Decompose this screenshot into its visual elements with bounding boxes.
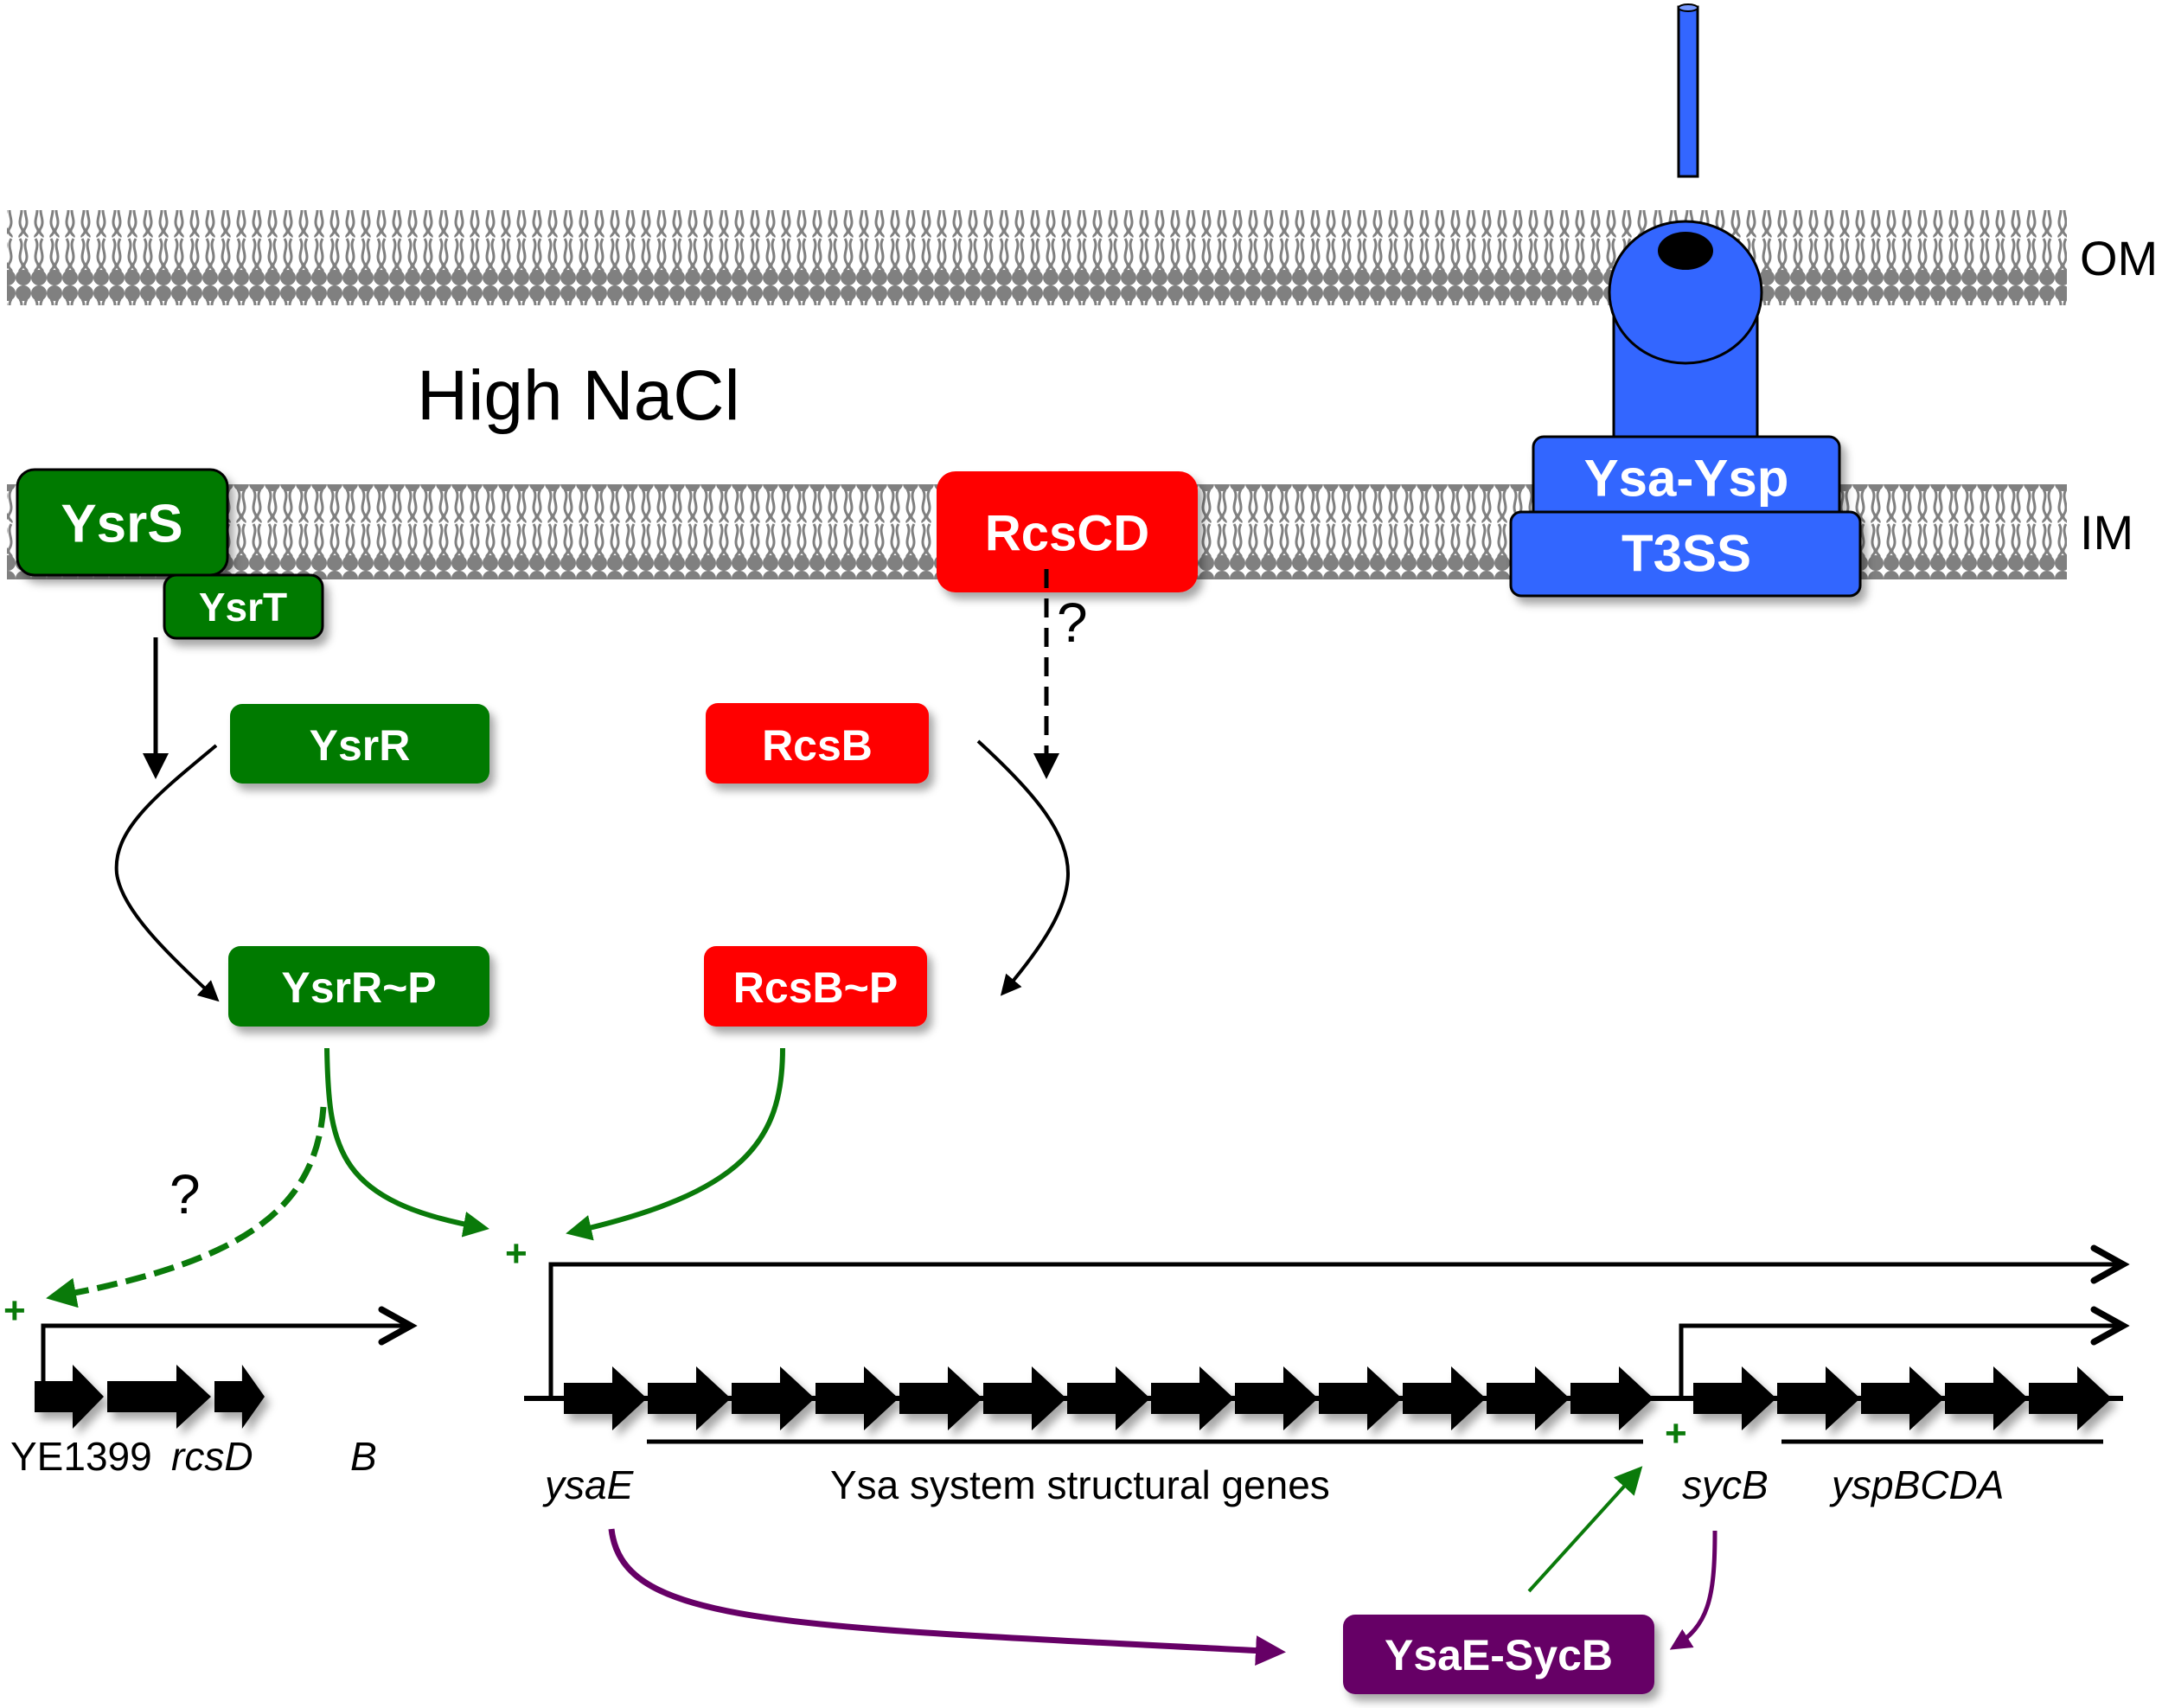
gene-arrow-structural [816, 1366, 899, 1430]
gene-ysaE: ysaE [542, 1462, 635, 1507]
ysaE-sycB-complex: YsaE-SycB [1343, 1615, 1654, 1694]
svg-text:RcsB~P: RcsB~P [733, 963, 898, 1012]
rcsCD-protein: RcsCD [937, 471, 1198, 592]
t3ss-box [1509, 510, 1862, 598]
rcs-operon-transcript-arrow [41, 1326, 411, 1397]
rcsB-phosphorylation-curve [976, 739, 1071, 996]
svg-text:YsrR: YsrR [310, 721, 411, 770]
condition-label: High NaCl [417, 356, 740, 435]
gene-rcsB: B [350, 1434, 377, 1479]
gene-rcsD: rcsD [171, 1434, 253, 1479]
svg-text:RcsB: RcsB [762, 721, 873, 770]
ysrR-p-dashed-arrow [46, 1106, 327, 1308]
gene-arrow-structural [1570, 1366, 1653, 1430]
gene-ye1399: YE1399 [10, 1434, 152, 1479]
gene-arrow-structural [1487, 1366, 1570, 1430]
ysrR-p-activation-arrow [324, 1047, 489, 1238]
svg-text:YsrR~P: YsrR~P [281, 963, 436, 1012]
gene-arrow-yspBCDA [1945, 1366, 2028, 1430]
svg-text:YsaE-SycB: YsaE-SycB [1385, 1631, 1613, 1679]
ysa-operon-genes [564, 1366, 2112, 1430]
ysa-transcript-arrow [548, 1264, 2123, 1398]
gene-arrow-structural [1151, 1366, 1234, 1430]
gene-arrow-yspBCDA [1861, 1366, 1944, 1430]
gene-structural-label: Ysa system structural genes [830, 1462, 1330, 1507]
gene-arrow-structural [648, 1366, 731, 1430]
gene-arrow-sycB [1693, 1366, 1776, 1430]
t3ss-apparatus: Ysa-Ysp T3SS [1509, 3, 1862, 598]
gene-arrow-structural [1235, 1366, 1318, 1430]
ysrR-phosphorylation-arrow [114, 744, 220, 1002]
ysr-rcs-question-mark: ? [170, 1163, 201, 1225]
ysrS-protein: YsrS [16, 468, 229, 577]
gene-sycB: sycB [1682, 1462, 1769, 1507]
outer-membrane-label: OM [2080, 231, 2158, 285]
complex-activation-arrow [1527, 1466, 1643, 1593]
gene-arrow-rcsD [107, 1365, 211, 1429]
rcs-operon-genes [35, 1365, 265, 1429]
gene-arrow-structural [983, 1366, 1066, 1430]
svg-text:YsrT: YsrT [199, 585, 287, 630]
rcsB-p-protein: RcsB~P [704, 946, 927, 1027]
rcs-question-mark: ? [1057, 592, 1088, 654]
gene-arrow-structural [899, 1366, 982, 1430]
gene-arrow-rcsB [214, 1365, 265, 1429]
gene-arrow-structural [732, 1366, 815, 1430]
gene-yspBCDA: yspBCDA [1829, 1462, 2004, 1507]
gene-arrow-ye1399 [35, 1365, 104, 1429]
ysrR-p-protein: YsrR~P [228, 946, 489, 1027]
svg-text:RcsCD: RcsCD [985, 506, 1149, 562]
inner-membrane-label: IM [2080, 505, 2133, 560]
gene-arrow-ysaE [564, 1366, 647, 1430]
gene-arrow-structural [1403, 1366, 1486, 1430]
ysrR-protein: YsrR [230, 704, 489, 784]
ysaE-to-complex-arrow [608, 1528, 1286, 1666]
gene-arrow-structural [1319, 1366, 1402, 1430]
gene-arrow-structural [1067, 1366, 1150, 1430]
sycb-transcript-arrow [1679, 1326, 2123, 1398]
rcsB-protein: RcsB [706, 703, 929, 784]
gene-arrow-yspBCDA [2029, 1366, 2112, 1430]
ysrT-protein: YsrT [163, 573, 324, 640]
gene-arrow-yspBCDA [1777, 1366, 1860, 1430]
plus-sycb-promoter: + [1665, 1412, 1687, 1455]
sycB-to-complex-arrow [1669, 1530, 1717, 1650]
svg-text:YsrS: YsrS [61, 495, 182, 554]
t3ss-label: T3SS [1622, 525, 1751, 583]
plus-rcs-operon: + [3, 1289, 26, 1332]
plus-ysa-promoter: + [505, 1232, 528, 1275]
ysa-ysp-label: Ysa-Ysp [1584, 450, 1789, 508]
rcsB-p-activation-arrow [566, 1047, 785, 1241]
